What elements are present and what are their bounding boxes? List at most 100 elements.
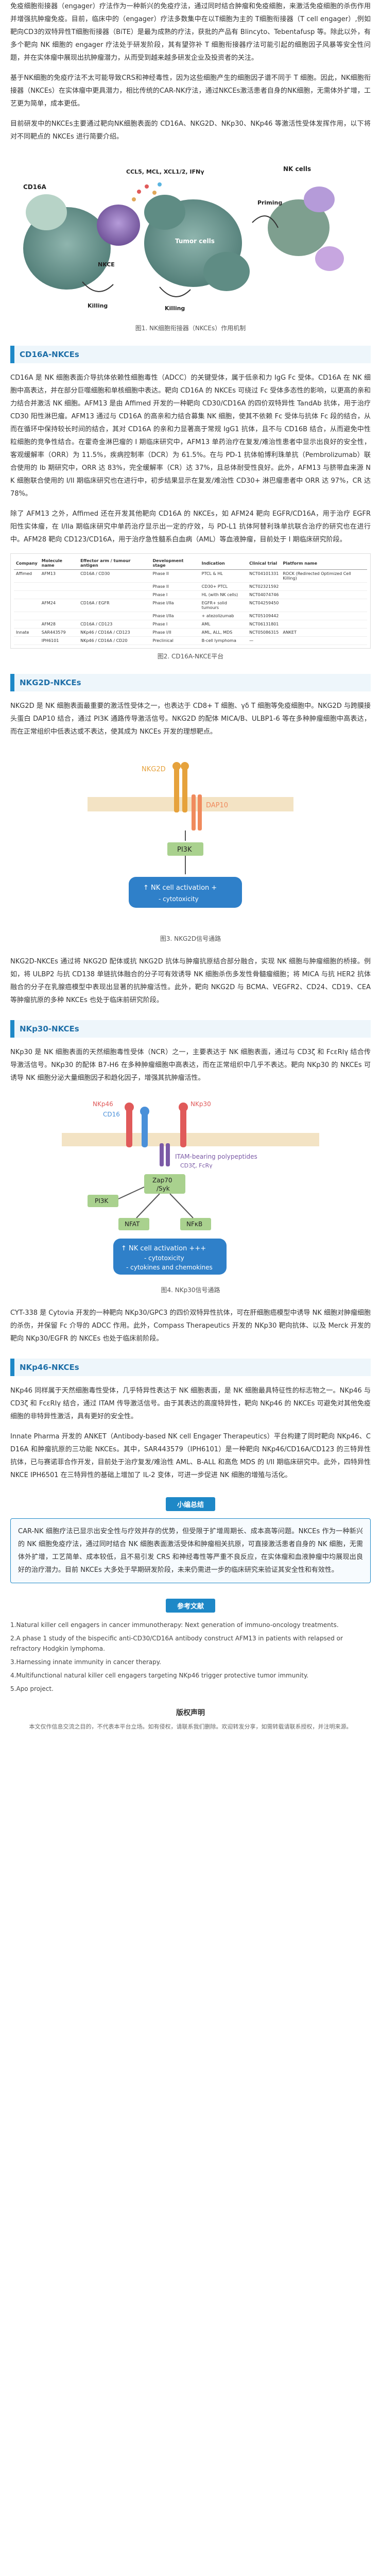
intro-paragraph-1: 免疫细胞衔接器（engager）疗法作为一种新兴的免疫疗法，通过同时结合肿瘤和免…: [10, 3, 371, 62]
table-cell: Phase II: [150, 569, 200, 583]
table-cell: [281, 636, 367, 645]
fig4-syk-label: /Syk: [157, 1185, 170, 1192]
section-title-nkp30: NKp30-NKCEs: [20, 1024, 79, 1033]
intro-paragraph-3: 目前研发中的NKCEs主要通过靶向NK细胞表面的 CD16A、NKG2D、NKp…: [10, 120, 371, 141]
summary-header: 小编总结: [10, 1497, 371, 1511]
cell-membrane: [88, 797, 293, 811]
fig4-cyto-label: - cytotoxicity: [144, 1255, 184, 1262]
fig4-nkp46-label: NKp46: [93, 1100, 113, 1108]
table-cell: NCT05109442: [247, 612, 281, 620]
fig4-itam-sub-label: CD3ζ, FcRγ: [180, 1162, 213, 1169]
table-cell: Phase I/IIa: [150, 612, 200, 620]
reference-item: 1.Natural killer cell engagers in cancer…: [10, 1621, 339, 1629]
activation-box: [129, 877, 242, 908]
table-cell: [281, 599, 367, 612]
table-cell: ANKET: [281, 628, 367, 637]
table-cell: [39, 590, 79, 599]
fig4-zap-label: Zap70: [152, 1177, 172, 1184]
table-cell: [78, 590, 151, 599]
table-cell: Phase I/II: [150, 628, 200, 637]
dap10-adaptor-icon: [192, 794, 202, 831]
table-cell: [14, 590, 40, 599]
nkg2d-paragraph-2: NKG2D-NKCEs 通过将 NKG2D 配体或抗 NKG2D 抗体与肿瘤抗原…: [10, 958, 371, 1004]
table-cell: NCT04101331: [247, 569, 281, 583]
fig4-ck-label: - cytokines and chemokines: [126, 1264, 213, 1271]
reference-item: 4.Multifunctional natural killer cell en…: [10, 1672, 309, 1679]
table-cell: [14, 582, 40, 591]
table-cell: IPH6101: [39, 636, 79, 645]
nkp46-receptor-icon: [125, 1103, 134, 1147]
nkp30-paragraph-2: CYT-338 是 Cytovia 开发的一种靶向 NKp30/GPC3 的四价…: [10, 1309, 371, 1343]
section-header-nkp30: NKp30-NKCEs: [10, 1020, 371, 1038]
cd16a-paragraph-1: CD16A 是 NK 细胞表面介导抗体依赖性细胞毒性（ADCC）的关键受体，属于…: [10, 374, 371, 498]
table-cell: CD16A / CD30: [78, 569, 151, 583]
figure-1-nkce-mechanism: CCL5, MCL, XCL1/2, IFNγ NK cells CD16A N…: [10, 150, 371, 320]
references-list: 1.Natural killer cell engagers in cancer…: [10, 1620, 371, 1694]
fig3-activation-label: ↑ NK cell activation +: [143, 884, 217, 892]
nk-cell-main: [97, 205, 140, 246]
table-cell: [14, 636, 40, 645]
platform-table-header-cell: Indication: [199, 557, 248, 570]
figure-4-caption: 图4. NKp30信号通路: [161, 1286, 220, 1294]
table-cell: —: [247, 636, 281, 645]
disclaimer-text: 本文仅作信息交流之目的，不代表本平台立场。如有侵权，请联系我们删除。欢迎转发分享…: [29, 1723, 352, 1730]
nfkb-box: [180, 1218, 211, 1230]
table-cell: [281, 620, 367, 629]
table-cell: NCT06131801: [247, 620, 281, 629]
tumor-cell-left: [23, 194, 111, 290]
activation-box: [113, 1239, 227, 1275]
section-header-cd16a: CD16A-NKCEs: [10, 346, 371, 363]
tumor-cell-cluster: [144, 195, 250, 291]
table-cell: ROCK (Redirected Optimized Cell Killing): [281, 569, 367, 583]
table-cell: EGFR+ solid tumours: [199, 599, 248, 612]
fig1-killing-label-right: Killing: [165, 305, 185, 312]
arrow-zap-to-pi3k: [118, 1187, 145, 1199]
nkp46-paragraph-2: Innate Pharma 开发的 ANKET（Antibody-based N…: [10, 1433, 371, 1479]
platform-table-header-cell: Development stage: [150, 557, 200, 570]
fig1-cytokines-label: CCL5, MCL, XCL1/2, IFNγ: [126, 168, 204, 175]
section-title-nkp46: NKp46-NKCEs: [20, 1363, 79, 1372]
cd16-receptor-icon: [140, 1107, 149, 1147]
table-cell: NKp46 / CD16A / CD20: [78, 636, 151, 645]
figure-3-nkg2d-pathway: NKG2D DAP10 PI3K ↑ NK cell activation + …: [10, 745, 371, 931]
platform-table-header-cell: Molecule name: [39, 557, 79, 570]
article: 免疫细胞衔接器（engager）疗法作为一种新兴的免疫疗法，通过同时结合肿瘤和免…: [10, 3, 371, 1730]
summary-title: 小编总结: [165, 1497, 215, 1511]
table-cell: [14, 620, 40, 629]
section-accent-bar: [10, 1359, 14, 1376]
table-cell: AML, ALL, MDS: [199, 628, 248, 637]
fig3-kinase-label: PI3K: [177, 846, 192, 854]
platform-table-header-cell: Company: [14, 557, 40, 570]
arrow-zap-to-nfkb: [169, 1193, 194, 1218]
fig4-act-label: ↑ NK cell activation +++: [121, 1245, 206, 1252]
table-cell: [39, 582, 79, 591]
section-accent-bar: [10, 674, 14, 691]
fig1-nkce-label: NKCE: [98, 261, 115, 268]
fig4-pi3k-label: PI3K: [95, 1197, 109, 1205]
fig3-cytotox-label: - cytotoxicity: [159, 895, 199, 903]
summary-text: CAR-NK 细胞疗法已显示出安全性与疗效并存的优势，但受限于扩增周期长、成本高…: [18, 1528, 363, 1574]
table-cell: SAR443579: [39, 628, 79, 637]
platform-table-header-cell: Effector arm / tumour antigen: [78, 557, 151, 570]
table-cell: + atezolizumab: [199, 612, 248, 620]
killing-arrow-left: [82, 281, 114, 292]
table-cell: Phase I: [150, 590, 200, 599]
table-cell: NCT04074746: [247, 590, 281, 599]
platform-table-header-cell: Clinical trial: [247, 557, 281, 570]
fig1-tumor-label: Tumor cells: [175, 238, 215, 245]
table-cell: Affimed: [14, 569, 40, 583]
section-header-nkg2d: NKG2D-NKCEs: [10, 674, 371, 691]
fig4-cd16-label: CD16: [103, 1111, 120, 1118]
table-cell: CD30+ PTCL: [199, 582, 248, 591]
table-cell: Phase II: [150, 582, 200, 591]
table-cell: Preclinical: [150, 636, 200, 645]
cd16a-paragraph-2: 除了 AFM13 之外，Affimed 还在开发其他靶向 CD16A 的 NKC…: [10, 510, 371, 544]
table-cell: CD16A / CD123: [78, 620, 151, 629]
nfat-box: [118, 1218, 149, 1230]
fig4-nfkb-label: NFκB: [186, 1221, 202, 1228]
fig3-adaptor-label: DAP10: [206, 802, 228, 809]
